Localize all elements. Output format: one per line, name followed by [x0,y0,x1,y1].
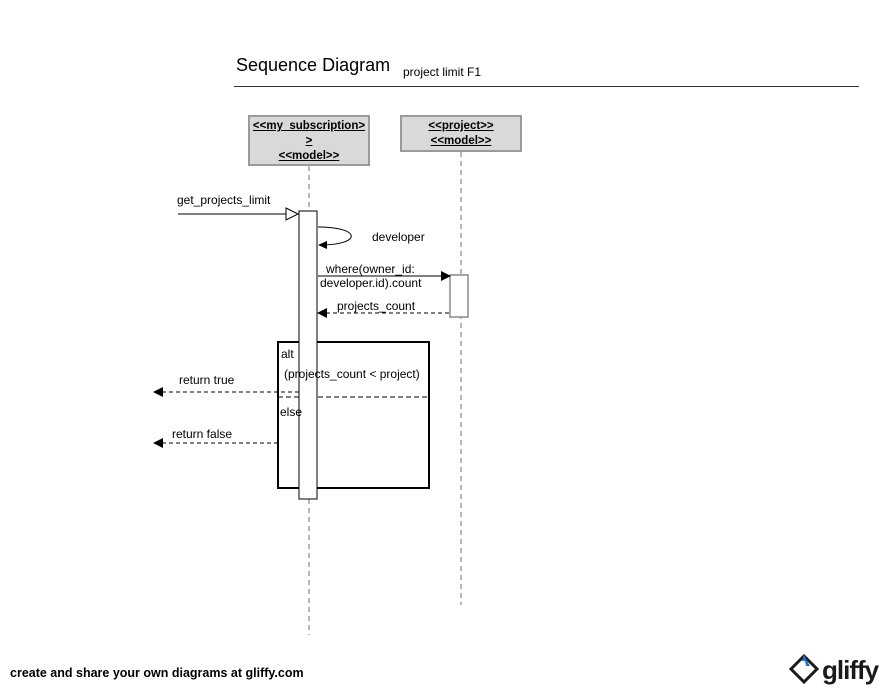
open-arrowhead [285,207,300,221]
label-projects-count: projects_count [337,299,416,313]
alt-else-label: else [280,405,303,419]
activation-bar-project [449,274,469,318]
lifeline-label-line: <<model>> [430,135,492,147]
diagram-subtitle: project limit F1 [403,65,482,79]
alt-guard-label: (projects_count < project) [284,367,420,381]
lifeline-label-line: <<project>> [428,120,494,132]
arrowhead [153,438,163,448]
lifeline-project[interactable]: <<project>> <<model>> [400,115,522,152]
label-get-projects-limit: get_projects_limit [177,193,271,207]
label-where-line2: developer.id).count [320,276,422,290]
lifeline-label-line: > [305,135,313,147]
label-return-false: return false [172,427,233,441]
activation-bar-my-subscription [298,210,318,500]
diagram-title: Sequence Diagram [236,55,391,75]
arrowhead [153,387,163,397]
lifeline-label-line: <<my_subscription> [252,120,366,132]
arrowhead [318,241,327,249]
lifeline-my-subscription[interactable]: <<my_subscription> > <<model>> [248,115,370,166]
arrowhead [317,308,327,318]
alt-operator-label: alt [281,347,294,361]
alt-fragment-frame [277,341,430,489]
header-divider [234,86,859,87]
label-where-line1: where(owner_id: [326,262,415,276]
gliffy-brand-logo[interactable]: gliffy [822,655,879,685]
footer-promo-link[interactable]: create and share your own diagrams at gl… [10,666,304,680]
label-developer: developer [372,230,425,244]
message-developer-self [317,226,352,246]
label-return-true: return true [179,373,235,387]
lifeline-label-line: <<model>> [278,150,340,162]
gliffy-logo-icon [788,653,820,685]
